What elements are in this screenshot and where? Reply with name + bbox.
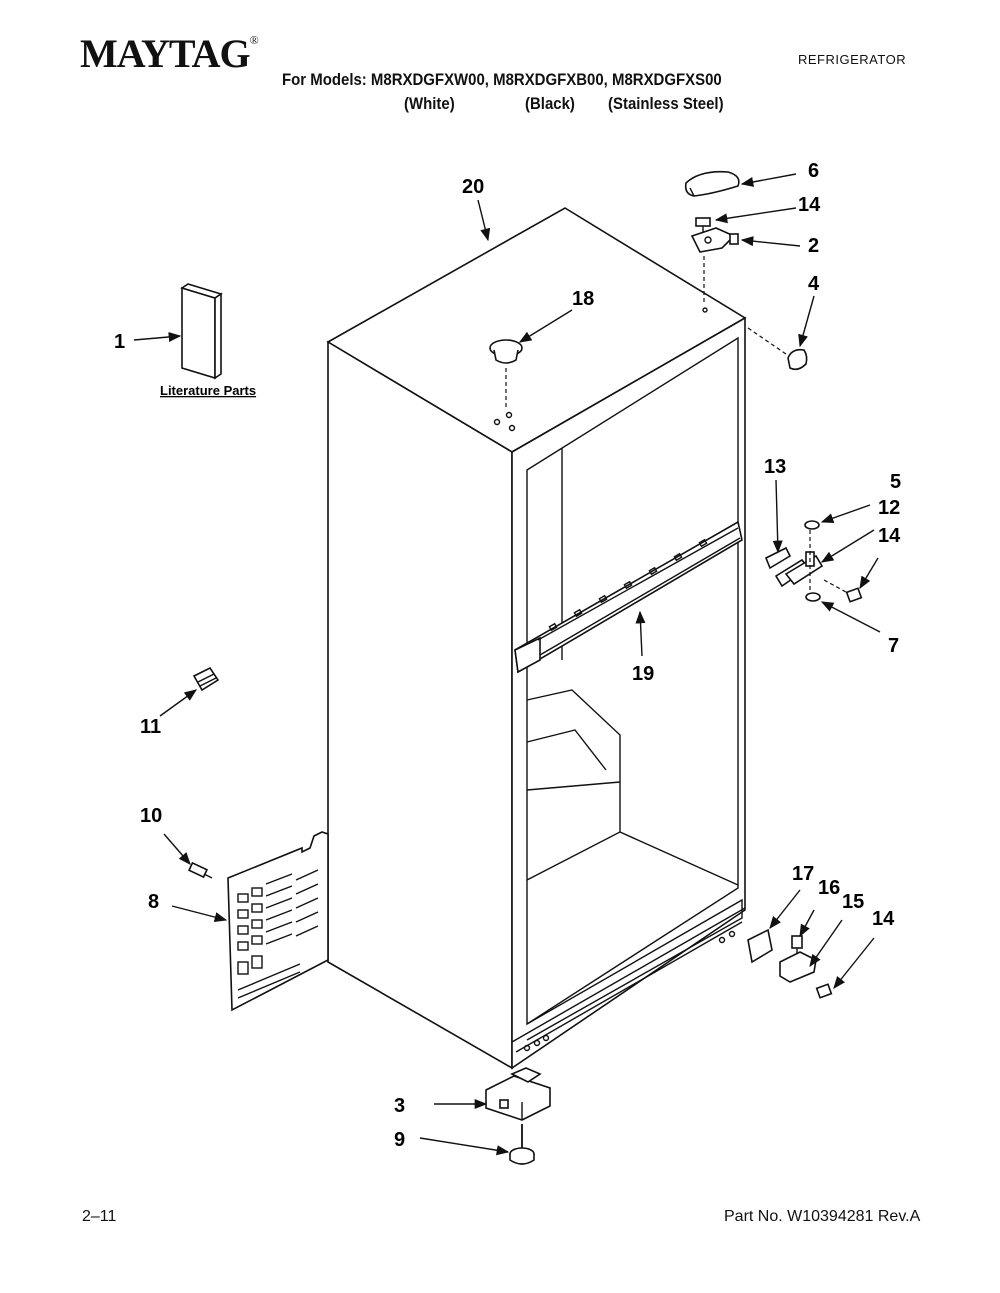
callout-3: 3 (394, 1095, 405, 1117)
leveling-leg (509, 1124, 535, 1165)
center-hinge-assembly (764, 520, 863, 603)
bottom-hinge-assembly (747, 928, 833, 999)
cabinet (326, 207, 747, 1070)
rear-label-panel (227, 831, 329, 1012)
callout-2: 2 (808, 235, 819, 257)
callout-9: 9 (394, 1129, 405, 1151)
callout-1: 1 (114, 331, 125, 353)
top-hinge-assembly (690, 217, 739, 305)
document-type: REFRIGERATOR (798, 52, 907, 67)
brand-name: MAYTAG (80, 31, 251, 76)
callout-7: 7 (888, 635, 899, 657)
finish-white: (White) (404, 94, 455, 113)
leveler-bracket (485, 1067, 551, 1121)
brand-registered-mark: ® (249, 33, 259, 47)
callout-14-top: 14 (798, 194, 821, 216)
callout-19: 19 (632, 663, 654, 685)
divider-rail (514, 520, 743, 674)
finish-black: (Black) (525, 94, 575, 113)
bracket-clip (192, 666, 220, 692)
hinge-pin-cap (747, 327, 808, 371)
literature-parts-label: Literature Parts (160, 383, 256, 398)
callout-6: 6 (808, 160, 819, 182)
plug (489, 339, 523, 410)
callout-11: 11 (140, 716, 161, 738)
callout-20: 20 (462, 176, 484, 198)
callout-17: 17 (792, 863, 814, 885)
callout-14-bottom: 14 (872, 908, 895, 930)
model-list: For Models: M8RXDGFXW00, M8RXDGFXB00, M8… (282, 70, 722, 89)
callout-8: 8 (148, 891, 159, 913)
callout-5: 5 (890, 471, 901, 493)
callout-15: 15 (842, 891, 864, 913)
callout-18: 18 (572, 288, 594, 310)
callout-10: 10 (140, 805, 162, 827)
callout-14-center: 14 (878, 525, 901, 547)
callout-12: 12 (878, 497, 900, 519)
callout-13: 13 (764, 456, 786, 478)
callout-4: 4 (808, 273, 820, 295)
callout-leaders (133, 173, 881, 1156)
hinge-cover (684, 170, 740, 197)
brand-logo: MAYTAG® (80, 31, 259, 76)
page-number: 2–11 (82, 1208, 117, 1225)
callout-16: 16 (818, 877, 840, 899)
part-number: Part No. W10394281 Rev.A (724, 1208, 921, 1225)
literature-booklet (180, 283, 223, 380)
screw (187, 861, 213, 879)
finish-stainless: (Stainless Steel) (608, 94, 724, 113)
